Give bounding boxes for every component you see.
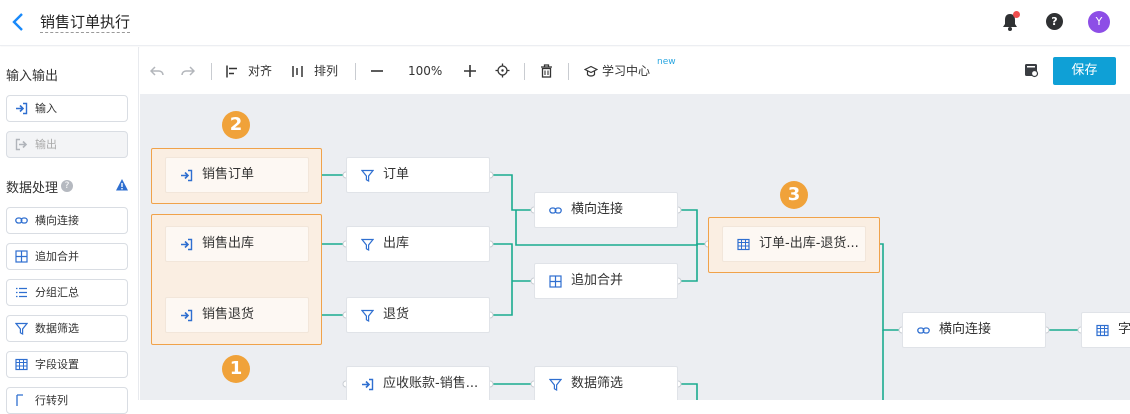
node-label: 销售出库	[202, 236, 255, 251]
locate-icon[interactable]	[495, 63, 510, 78]
top-bar: 销售订单执行 ? Y	[0, 0, 1130, 46]
list-icon	[16, 287, 27, 298]
warning-icon[interactable]	[115, 178, 129, 192]
avatar[interactable]: Y	[1088, 11, 1110, 33]
node-append-merge[interactable]: 追加合并	[534, 263, 678, 299]
io-section-title: 输入输出	[6, 69, 59, 84]
toolbar-divider	[524, 63, 525, 80]
sidebar-item-field-settings[interactable]: 字段设置	[6, 351, 128, 378]
node-sales-outbound[interactable]: 销售出库	[165, 226, 309, 262]
output-arrow-icon	[15, 138, 28, 151]
input-arrow-icon	[362, 378, 374, 391]
node-label: 订单-出库-退货...	[759, 236, 859, 251]
node-horizontal-join-1[interactable]: 横向连接	[534, 192, 678, 228]
toolbar-divider	[355, 63, 356, 80]
node-label: 数据筛选	[571, 376, 624, 391]
filter-icon	[361, 238, 374, 251]
node-order-outbound-return[interactable]: 订单-出库-退货...	[722, 226, 866, 262]
sidebar-item-data-filter[interactable]: 数据筛选	[6, 315, 128, 342]
sidebar-item-label: 分组汇总	[35, 286, 79, 299]
toolbar-divider	[211, 63, 212, 80]
table-icon	[1096, 324, 1109, 337]
node-palette-sidebar: 输入输出 输入 输出 数据处理 ? 横向连接 追加合并	[0, 47, 139, 414]
sidebar-item-label: 输出	[35, 138, 57, 151]
table-icon	[737, 238, 750, 251]
transpose-icon	[16, 394, 23, 406]
new-badge: new	[657, 57, 676, 67]
redo-icon[interactable]	[181, 64, 195, 78]
link-icon	[15, 217, 28, 224]
align-icon	[226, 65, 237, 78]
step-marker-1: 1	[222, 355, 250, 383]
save-button[interactable]: 保存	[1053, 57, 1116, 85]
graduation-cap-icon	[584, 65, 598, 77]
node-label: 应收账款-销售...	[383, 376, 479, 391]
sidebar-item-label: 横向连接	[35, 214, 79, 227]
arrange-button[interactable]: 排列	[314, 64, 339, 78]
node-label: 退货	[383, 307, 410, 322]
sidebar-item-append-merge[interactable]: 追加合并	[6, 243, 128, 270]
filter-icon	[549, 378, 562, 391]
flow-canvas[interactable]: 2 3 1 销售订单 销售出库 销售退货 订单 出库	[140, 94, 1130, 400]
zoom-in-icon[interactable]	[463, 64, 477, 78]
sidebar-item-label: 字段设置	[35, 358, 79, 371]
back-arrow-icon[interactable]	[8, 10, 30, 34]
filter-icon	[361, 309, 374, 322]
zoom-out-icon[interactable]	[370, 65, 384, 77]
link-icon	[549, 207, 562, 214]
input-arrow-icon	[16, 102, 28, 115]
node-sales-return[interactable]: 销售退货	[165, 297, 309, 333]
merge-icon	[15, 250, 28, 263]
zoom-level: 100%	[408, 64, 443, 78]
sidebar-item-label: 数据筛选	[35, 322, 79, 335]
node-sales-order[interactable]: 销售订单	[165, 157, 309, 193]
page-title[interactable]: 销售订单执行	[40, 13, 131, 33]
node-label: 追加合并	[571, 273, 624, 288]
sidebar-item-row-to-column[interactable]: 行转列	[6, 387, 128, 414]
node-filter-return[interactable]: 退货	[346, 297, 490, 333]
input-arrow-icon	[181, 169, 193, 182]
input-arrow-icon	[181, 238, 193, 251]
align-button[interactable]: 对齐	[248, 64, 273, 78]
node-field-settings-partial[interactable]: 字	[1081, 312, 1130, 348]
toolbar-divider	[568, 63, 569, 80]
preview-icon[interactable]	[1024, 63, 1039, 78]
help-icon[interactable]: ?	[1046, 13, 1063, 30]
help-circle-icon[interactable]: ?	[61, 180, 73, 192]
node-label: 横向连接	[939, 322, 992, 337]
node-label: 字	[1118, 322, 1130, 337]
trash-icon[interactable]	[540, 64, 553, 78]
node-label: 订单	[383, 167, 410, 182]
step-marker-2: 2	[222, 111, 250, 139]
node-label: 出库	[383, 236, 410, 251]
node-filter-order[interactable]: 订单	[346, 157, 490, 193]
node-label: 横向连接	[571, 202, 624, 217]
node-receivable-sales[interactable]: 应收账款-销售...	[346, 366, 490, 400]
filter-icon	[15, 322, 28, 335]
notification-dot	[1013, 11, 1020, 18]
sidebar-item-horizontal-join[interactable]: 横向连接	[6, 207, 128, 234]
sidebar-item-label: 追加合并	[35, 250, 79, 263]
node-filter-outbound[interactable]: 出库	[346, 226, 490, 262]
undo-icon[interactable]	[150, 64, 164, 78]
node-label: 销售订单	[202, 167, 255, 182]
node-data-filter[interactable]: 数据筛选	[534, 366, 678, 400]
sidebar-item-label: 输入	[35, 102, 57, 115]
filter-icon	[361, 169, 374, 182]
merge-icon	[549, 275, 562, 288]
sidebar-item-label: 行转列	[35, 394, 68, 407]
link-icon	[917, 327, 930, 334]
arrange-icon	[292, 66, 303, 77]
node-label: 销售退货	[202, 307, 255, 322]
input-arrow-icon	[181, 309, 193, 322]
learning-center-link[interactable]: 学习中心	[602, 64, 651, 78]
node-horizontal-join-2[interactable]: 横向连接	[902, 312, 1046, 348]
canvas-toolbar: 对齐 排列 100% 学习中心	[140, 47, 1130, 94]
sidebar-item-group-summary[interactable]: 分组汇总	[6, 279, 128, 306]
sidebar-item-input[interactable]: 输入	[6, 95, 128, 122]
sidebar-item-output[interactable]: 输出	[6, 131, 128, 158]
table-icon	[15, 358, 28, 371]
step-marker-3: 3	[780, 181, 808, 209]
processing-section-title: 数据处理	[6, 181, 59, 196]
